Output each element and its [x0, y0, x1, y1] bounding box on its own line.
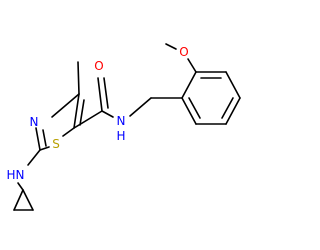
bond-c5-s	[62, 127, 75, 137]
bond-c4-methyl	[77, 61, 80, 95]
bond-c4-c5-double	[79, 99, 85, 126]
bond-ar-inner-b	[221, 97, 234, 119]
amide-nitrogen-label: N	[117, 114, 126, 128]
methoxy-oxygen-label: O	[179, 45, 188, 59]
bond-ar-1-2	[181, 71, 197, 99]
bond-c2-n3-double	[42, 129, 47, 147]
bond-ar-6-1	[181, 97, 197, 125]
bond-ar-methoxy-o	[187, 58, 197, 73]
carbonyl-oxygen-label: O	[94, 59, 103, 73]
bond-n-ch2	[129, 97, 152, 117]
bond-carbonyl-amide-n	[101, 110, 114, 118]
bond-carbonyl-oxygen	[97, 77, 103, 112]
bond-cp-3-1	[22, 189, 34, 211]
bond-ar-inner-c	[188, 97, 201, 119]
bond-cp-1-2	[13, 189, 24, 211]
amine-hydrogen-label: H	[6, 168, 15, 182]
molecule-svg: O N H O N S H N	[6, 43, 241, 211]
amide-hydrogen-label: H	[116, 129, 125, 143]
bond-n3-c4	[51, 93, 80, 118]
bond-c5-carbonyl	[73, 110, 103, 129]
bond-c2-n3	[35, 127, 41, 151]
bond-c2-nh	[27, 149, 41, 166]
bond-ar-4-5	[225, 97, 241, 125]
bond-s-c2	[39, 146, 50, 151]
amine-nitrogen-label: N	[16, 168, 25, 182]
structure-diagram: O N H O N S H N	[6, 43, 241, 211]
bond-methoxy-ch3	[165, 43, 177, 50]
bond-c4-c5	[73, 93, 80, 129]
thiazole-sulfur-label: S	[52, 137, 60, 151]
bond-nh-cyclopropyl	[17, 182, 24, 191]
thiazole-nitrogen-label: N	[30, 115, 39, 129]
bond-carbonyl-oxygen-double	[103, 77, 109, 109]
bond-ar-3-4	[225, 71, 241, 99]
